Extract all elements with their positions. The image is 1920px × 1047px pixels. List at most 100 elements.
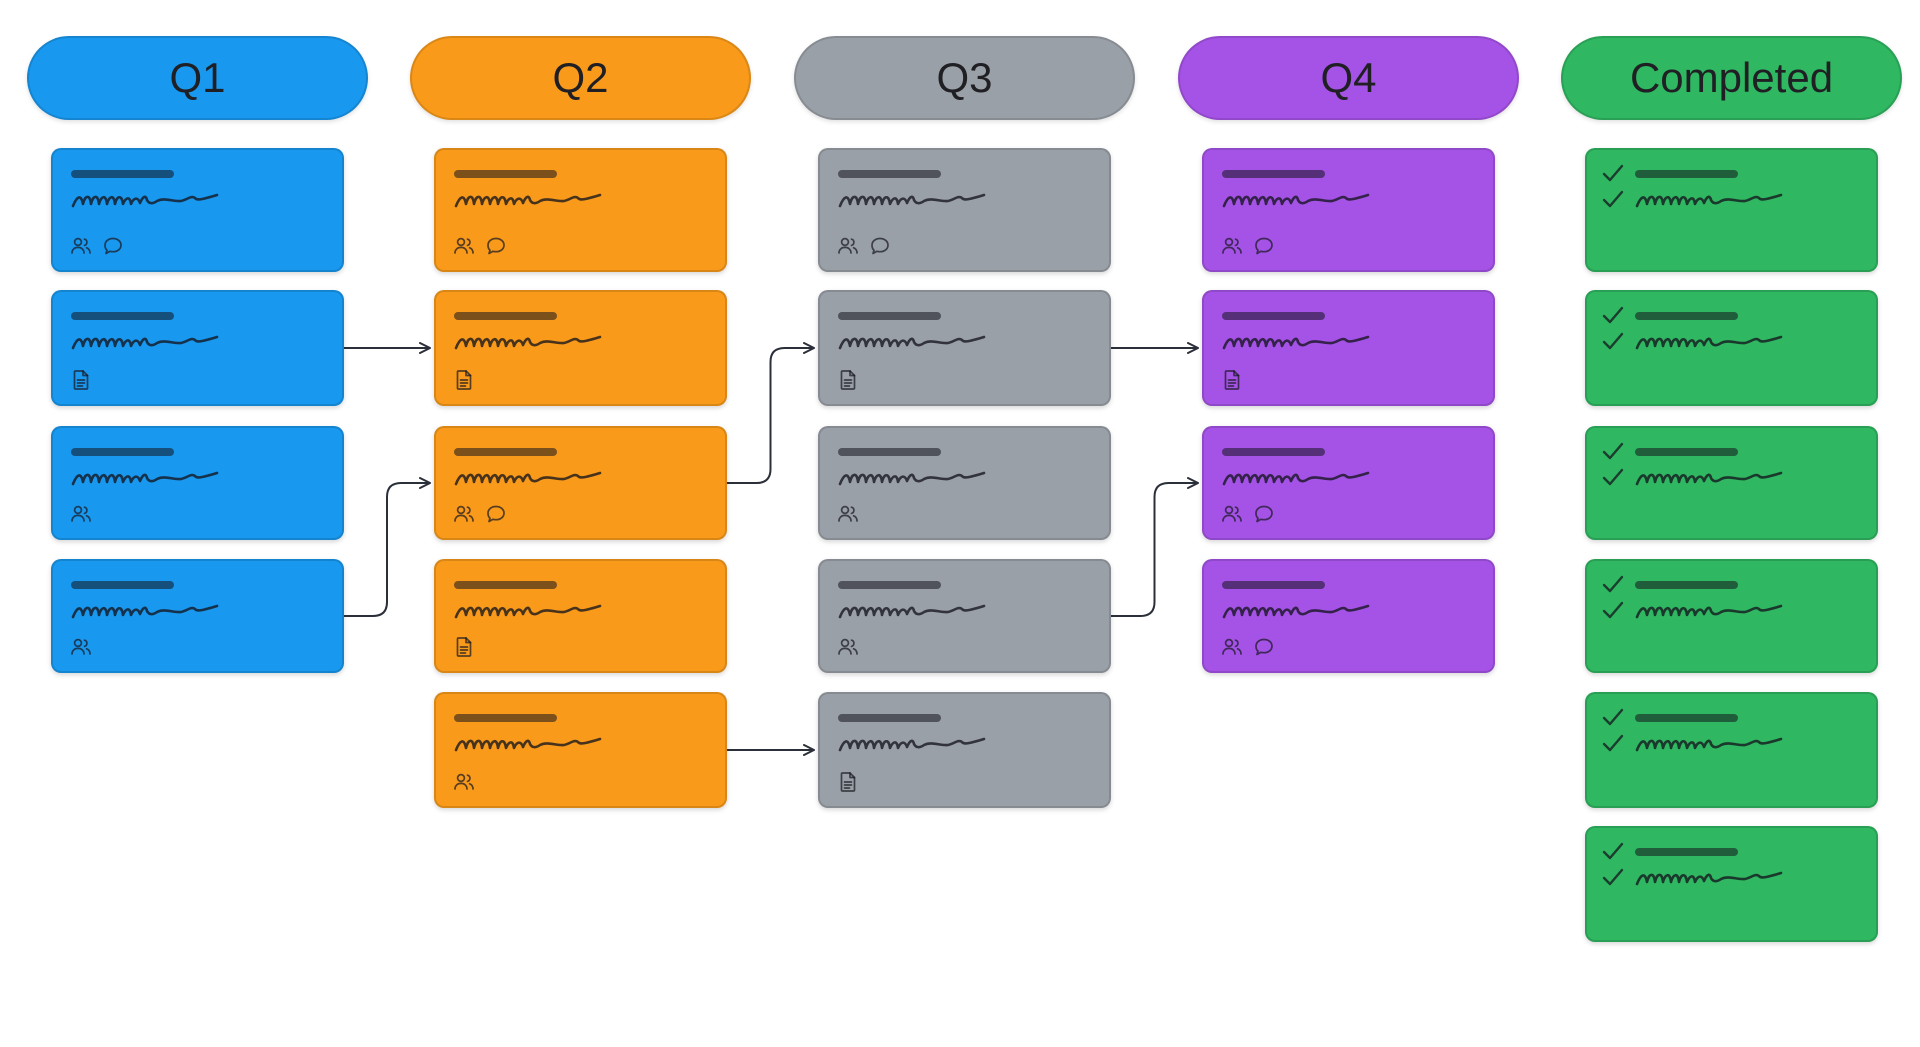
column-header[interactable]: Q1: [27, 36, 368, 120]
task-card[interactable]: [818, 559, 1111, 673]
card-meta-icons: [452, 770, 476, 794]
task-card[interactable]: [818, 290, 1111, 406]
card-meta-icons: [452, 234, 508, 258]
card-description-scribble: [71, 471, 219, 486]
people-icon: [71, 638, 91, 655]
column-header[interactable]: Completed: [1561, 36, 1902, 120]
people-icon: [1222, 505, 1242, 522]
task-card[interactable]: [434, 290, 727, 406]
task-card[interactable]: [1585, 692, 1878, 808]
task-card[interactable]: [51, 426, 344, 540]
task-card[interactable]: [434, 426, 727, 540]
checkmark-icon: [1602, 708, 1624, 726]
card-meta-icons: [1220, 502, 1276, 526]
checkmark-icon: [1602, 601, 1624, 619]
task-card[interactable]: [51, 559, 344, 673]
people-icon: [1222, 638, 1242, 655]
document-icon: [1224, 370, 1240, 390]
document-icon: [456, 370, 472, 390]
card-description-scribble: [1635, 871, 1783, 886]
card-description-scribble: [454, 335, 602, 350]
people-icon: [71, 237, 91, 254]
card-description-scribble: [838, 193, 986, 208]
task-card[interactable]: [1202, 559, 1495, 673]
card-meta-icons: [836, 234, 892, 258]
people-icon: [71, 505, 91, 522]
task-card[interactable]: [818, 148, 1111, 272]
card-title-placeholder: [838, 312, 941, 320]
card-meta-icons: [452, 502, 508, 526]
card-title-placeholder: [454, 170, 557, 178]
task-card[interactable]: [51, 290, 344, 406]
card-meta-icons: [69, 635, 93, 659]
card-meta-icons: [452, 368, 476, 392]
column-q3: Q3: [794, 0, 1139, 1047]
checkmark-icon: [1602, 868, 1624, 886]
card-meta-icons: [1220, 635, 1276, 659]
checkmark-icon: [1602, 190, 1624, 208]
card-description-scribble: [838, 335, 986, 350]
card-meta-icons: [836, 770, 860, 794]
card-description-scribble: [454, 471, 602, 486]
document-icon: [456, 637, 472, 657]
card-title-placeholder: [454, 448, 557, 456]
card-description-scribble: [1635, 335, 1783, 350]
card-meta-icons: [836, 502, 860, 526]
card-description-scribble: [1222, 193, 1370, 208]
column-completed: Completed: [1561, 0, 1906, 1047]
task-card[interactable]: [434, 559, 727, 673]
card-title-placeholder: [71, 170, 174, 178]
card-meta-icons: [836, 635, 860, 659]
document-icon: [840, 370, 856, 390]
column-header[interactable]: Q3: [794, 36, 1135, 120]
card-title-placeholder: [838, 170, 941, 178]
card-title-placeholder: [838, 714, 941, 722]
task-card[interactable]: [818, 426, 1111, 540]
card-title-placeholder: [1635, 848, 1738, 856]
card-title-placeholder: [1635, 170, 1738, 178]
task-card[interactable]: [1585, 826, 1878, 942]
task-card[interactable]: [1202, 290, 1495, 406]
task-card[interactable]: [1202, 148, 1495, 272]
comment-icon: [1255, 237, 1273, 255]
document-icon: [840, 772, 856, 792]
people-icon: [454, 773, 474, 790]
card-title-placeholder: [1222, 170, 1325, 178]
column-header[interactable]: Q4: [1178, 36, 1519, 120]
people-icon: [838, 237, 858, 254]
card-description-scribble: [1635, 471, 1783, 486]
card-title-placeholder: [1222, 312, 1325, 320]
checkmark-icon: [1602, 842, 1624, 860]
task-card[interactable]: [51, 148, 344, 272]
column-q4: Q4: [1178, 0, 1523, 1047]
card-description-scribble: [71, 193, 219, 208]
task-card[interactable]: [434, 148, 727, 272]
people-icon: [454, 505, 474, 522]
card-title-placeholder: [454, 312, 557, 320]
card-title-placeholder: [1222, 448, 1325, 456]
card-description-scribble: [1222, 604, 1370, 619]
task-card[interactable]: [1585, 426, 1878, 540]
card-title-placeholder: [838, 448, 941, 456]
card-description-scribble: [454, 193, 602, 208]
task-card[interactable]: [1585, 559, 1878, 673]
comment-icon: [1255, 505, 1273, 523]
card-title-placeholder: [1635, 714, 1738, 722]
card-title-placeholder: [71, 448, 174, 456]
card-title-placeholder: [1635, 448, 1738, 456]
column-header[interactable]: Q2: [410, 36, 751, 120]
card-meta-icons: [1220, 368, 1244, 392]
task-card[interactable]: [1202, 426, 1495, 540]
checkmark-icon: [1602, 575, 1624, 593]
task-card[interactable]: [1585, 290, 1878, 406]
people-icon: [1222, 237, 1242, 254]
task-card[interactable]: [434, 692, 727, 808]
people-icon: [838, 505, 858, 522]
card-meta-icons: [69, 502, 93, 526]
document-icon: [73, 370, 89, 390]
card-title-placeholder: [1635, 581, 1738, 589]
task-card[interactable]: [1585, 148, 1878, 272]
checkmark-icon: [1602, 468, 1624, 486]
task-card[interactable]: [818, 692, 1111, 808]
